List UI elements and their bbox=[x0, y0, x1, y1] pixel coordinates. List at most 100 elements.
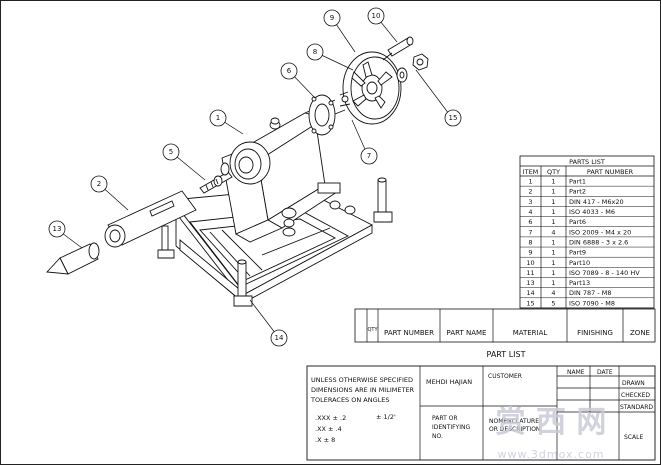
parts-list-item: 2 bbox=[528, 188, 532, 196]
parts-list-item: 14 bbox=[526, 289, 534, 297]
tolerance-x: .X ± 8 bbox=[315, 436, 335, 444]
parts-list-header-qty: QTY bbox=[547, 168, 560, 176]
parts-list-part-number: Part2 bbox=[569, 188, 586, 196]
watermark: 赏 西 网 www.3dmox.com bbox=[496, 405, 607, 461]
watermark-chars: 赏 西 网 bbox=[496, 405, 607, 440]
svg-text:9: 9 bbox=[330, 14, 334, 22]
identifying-label: IDENTIFYING bbox=[432, 424, 470, 431]
or-description-label: OR DESCRIPTION bbox=[489, 426, 540, 433]
parts-list-item: 4 bbox=[528, 208, 532, 216]
title-block: UNLESS OTHERWISE SPECIFIED DIMENSIONS AR… bbox=[306, 365, 656, 461]
tolerance-line-2: DIMENSIONS ARE IN MILIMETER bbox=[311, 386, 415, 394]
callout-2: 2 bbox=[90, 175, 108, 193]
tolerance-angle: ± 1/2' bbox=[376, 413, 396, 421]
parts-list-qty: 1 bbox=[551, 238, 555, 246]
svg-text:5: 5 bbox=[169, 148, 173, 156]
tolerance-xxx: .XXX ± .2 bbox=[315, 414, 346, 422]
parts-list-item: 10 bbox=[526, 259, 534, 267]
parts-list-item: 6 bbox=[528, 218, 532, 226]
parts-list-qty: 1 bbox=[551, 178, 555, 186]
parts-list-qty: 1 bbox=[551, 218, 555, 226]
parts-list-part-number: Part9 bbox=[569, 249, 586, 257]
svg-text:7: 7 bbox=[367, 152, 371, 160]
handwheel bbox=[339, 51, 402, 125]
header-part-name: PART NAME bbox=[447, 329, 487, 337]
callout-8: 8 bbox=[306, 43, 324, 61]
standard-label: STANDARD bbox=[620, 404, 653, 411]
parts-list-part-number: DIN 417 - M6x20 bbox=[569, 198, 624, 206]
callout-15: 15 bbox=[444, 109, 462, 127]
parts-list-qty: 5 bbox=[551, 299, 555, 307]
header-qty: QTY bbox=[367, 327, 378, 333]
parts-list-qty: 4 bbox=[551, 289, 555, 297]
parts-list-qty: 4 bbox=[551, 228, 555, 236]
svg-text:8: 8 bbox=[313, 48, 317, 56]
parts-list-item: 11 bbox=[526, 269, 534, 277]
callout-14: 14 bbox=[270, 329, 288, 347]
callout-7: 7 bbox=[360, 147, 378, 165]
date-label: DATE bbox=[597, 369, 613, 376]
callout-6: 6 bbox=[280, 62, 298, 80]
parts-list-part-number: ISO 7089 - 8 - 140 HV bbox=[569, 269, 640, 277]
wheel-handle bbox=[382, 36, 414, 61]
tolerance-line-3: TOLERACES ON ANGLES bbox=[310, 396, 389, 404]
svg-text:10: 10 bbox=[372, 12, 381, 20]
designer-name: MEHDI HAJIAN bbox=[426, 378, 472, 386]
drawn-label: DRAWN bbox=[622, 380, 645, 387]
svg-text:6: 6 bbox=[287, 67, 292, 75]
nomenclature-label: NOMENCLATURE bbox=[489, 418, 539, 425]
parts-list-qty: 1 bbox=[551, 249, 555, 257]
svg-text:2: 2 bbox=[97, 180, 101, 188]
checked-label: CHECKED bbox=[621, 392, 650, 399]
base-slide bbox=[171, 187, 373, 305]
tailstock-assembly-drawing bbox=[46, 36, 429, 307]
parts-list-qty: 1 bbox=[551, 198, 555, 206]
parts-list-item: 13 bbox=[526, 279, 534, 287]
parts-list-item: 15 bbox=[526, 299, 534, 307]
parts-list-qty: 1 bbox=[551, 259, 555, 267]
parts-list-item: 8 bbox=[528, 238, 532, 246]
parts-list-qty: 1 bbox=[551, 269, 555, 277]
parts-list-part-number: DIN 787 - M8 bbox=[569, 289, 611, 297]
svg-text:14: 14 bbox=[275, 334, 284, 342]
svg-text:15: 15 bbox=[449, 114, 458, 122]
part-list-caption: PART LIST bbox=[487, 350, 526, 359]
header-material: MATERIAL bbox=[513, 329, 548, 337]
parts-list-item: 9 bbox=[528, 249, 532, 257]
callout-13: 13 bbox=[48, 220, 66, 238]
callout-5: 5 bbox=[162, 143, 180, 161]
watermark-url: www.3dmox.com bbox=[497, 448, 604, 461]
callout-bubbles: 1 2 5 6 7 8 9 10 13 14 15 bbox=[48, 7, 462, 347]
parts-list-part-number: Part10 bbox=[569, 259, 590, 267]
header-part-number: PART NUMBER bbox=[384, 329, 434, 337]
callout-1: 1 bbox=[209, 109, 227, 127]
screw bbox=[199, 162, 233, 194]
parts-list-item: 7 bbox=[528, 228, 532, 236]
parts-list-part-number: ISO 2009 - M4 x 20 bbox=[569, 228, 631, 236]
parts-list-part-number: Part1 bbox=[569, 178, 586, 186]
barrel bbox=[229, 99, 346, 185]
header-finishing: FINISHING bbox=[577, 329, 613, 337]
nut-washer bbox=[396, 53, 429, 83]
t-bolts bbox=[157, 177, 393, 307]
scale-label: SCALE bbox=[624, 434, 643, 441]
no-label: NO. bbox=[432, 433, 443, 440]
tolerance-xx: .XX ± .4 bbox=[315, 425, 342, 433]
parts-list-part-number: Part13 bbox=[569, 279, 590, 287]
customer-label: CUSTOMER bbox=[488, 373, 522, 380]
flange-ring bbox=[308, 94, 336, 136]
tolerance-line-1: UNLESS OTHERWISE SPECIFIED bbox=[311, 376, 413, 384]
part-header-bar: QTY PART NUMBER PART NAME MATERIAL FINIS… bbox=[354, 308, 656, 359]
svg-text:13: 13 bbox=[53, 225, 62, 233]
parts-list-header-item: ITEM bbox=[523, 168, 539, 176]
parts-list-title: PARTS LIST bbox=[569, 158, 605, 166]
quill bbox=[104, 190, 197, 248]
parts-list-item: 1 bbox=[528, 178, 532, 186]
parts-list-header-part-number: PART NUMBER bbox=[587, 168, 634, 176]
svg-text:1: 1 bbox=[216, 114, 220, 122]
part-or-label: PART OR bbox=[432, 415, 458, 422]
live-center bbox=[46, 242, 100, 275]
parts-list-qty: 1 bbox=[551, 279, 555, 287]
